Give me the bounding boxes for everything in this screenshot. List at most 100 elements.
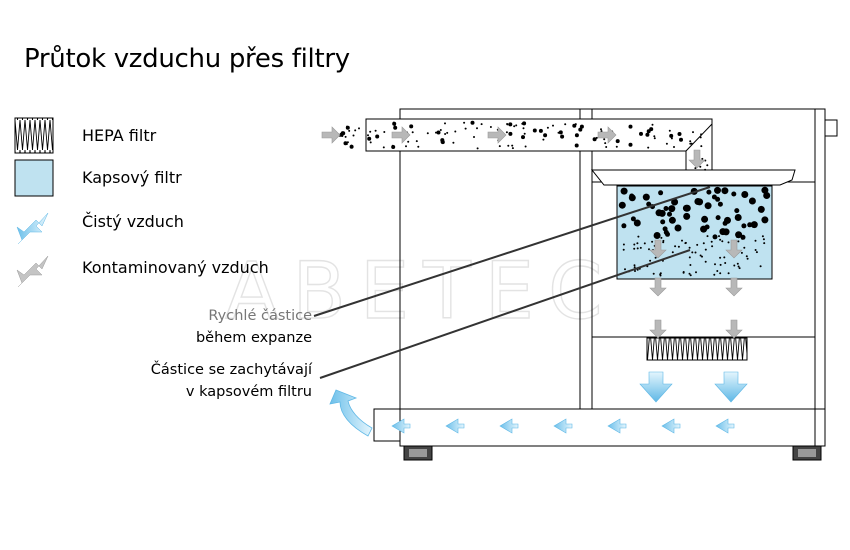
particle [719,256,722,259]
particle [694,251,697,254]
pointer-caught-particles [319,249,691,379]
particle [505,131,508,134]
particle [688,246,691,249]
particle [511,144,514,147]
particle [653,137,656,140]
particle [715,215,721,221]
particle [367,134,369,137]
particle [654,256,657,259]
contaminated-air-arrow [649,319,667,339]
particle [624,268,626,271]
particle [706,189,712,195]
particle [704,202,712,210]
particle [701,215,709,223]
particle [710,240,713,243]
particle [671,198,679,206]
particle [663,206,669,211]
particle [523,132,526,135]
contaminated-air-arrow [649,239,667,259]
contaminated-air-arrow-icon [16,255,49,288]
particle [633,247,636,250]
particle [684,242,687,245]
particle [367,136,372,141]
particle [354,129,357,132]
particle [600,130,603,133]
particle [736,262,739,265]
particle [572,123,577,128]
particle [688,272,691,275]
particle [704,248,707,251]
particle [763,192,771,199]
particle [522,127,525,130]
particle [714,186,721,194]
particle [350,144,353,147]
particle [761,216,769,224]
particle [515,124,518,127]
callout-caught-line1: Částice se zachytávají [150,362,312,378]
particle [689,142,692,145]
particle [737,240,740,243]
hepa-filter [646,337,748,361]
particle [560,134,565,139]
particle [506,123,509,125]
particle [721,240,724,243]
particle [679,137,683,142]
particle [480,123,483,126]
particle [670,137,673,140]
particle [761,235,764,238]
particle [674,245,677,248]
particle [677,245,680,248]
particle [470,120,475,125]
particle [346,127,349,130]
particle [754,249,757,251]
particle [719,263,722,266]
particle [691,251,694,254]
particle [665,142,668,145]
particle [405,145,407,148]
particle [734,214,742,221]
particle [634,270,636,272]
particle [615,139,620,144]
hepa-filter-icon [14,117,54,154]
particle [621,223,627,229]
particle [603,138,606,141]
contaminated-air-arrow [487,126,507,144]
particle [592,137,597,142]
particle [689,264,692,266]
particle [674,224,682,232]
particle [682,271,685,274]
particle [546,126,549,129]
particle [747,222,753,228]
particle [446,131,449,134]
pocket-filter [616,185,773,280]
particle [646,201,652,207]
particle [694,167,697,170]
particle [444,122,446,125]
clean-air-arrow [714,371,748,403]
particle [699,136,702,139]
particle [574,133,579,138]
particle [574,143,579,148]
contaminated-air-arrow [725,277,743,297]
filter-hood [590,169,796,186]
particle [476,127,478,130]
contaminated-air-arrow [391,126,411,144]
callout-caught-particles: Částice se zachytávají v kapsovém filtru [151,359,312,403]
particle [762,238,765,241]
particle [724,262,727,264]
contaminated-air-arrow [725,239,743,259]
particle [719,272,722,275]
particle [733,264,736,267]
particle [701,255,703,258]
particle [696,243,699,246]
clean-air-arrow [661,418,681,434]
particle [700,145,703,148]
particle [552,124,554,127]
particle [633,219,641,227]
particle [440,141,443,143]
particle [673,146,675,148]
particle [692,131,694,134]
clean-air-arrow-icon [16,212,49,245]
particle [382,146,385,149]
